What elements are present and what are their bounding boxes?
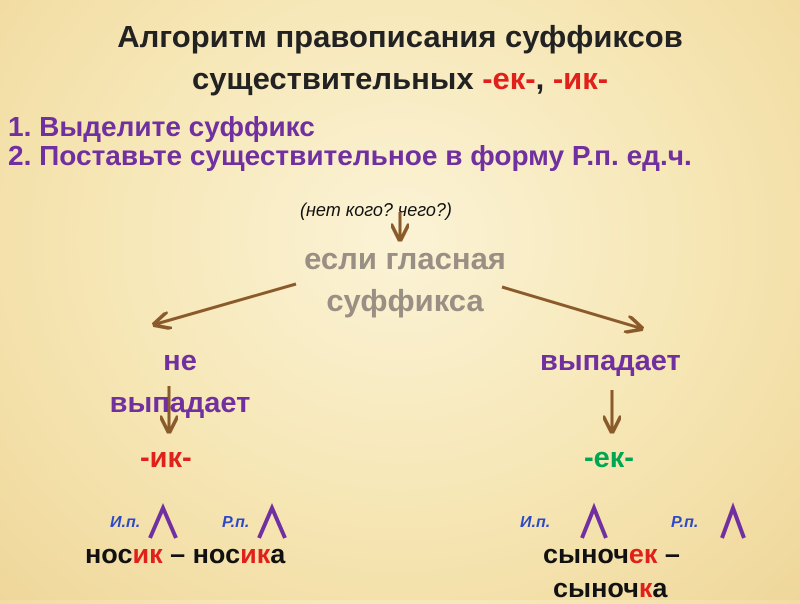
title-separator: , [535,61,553,96]
caret-right-2 [720,502,746,539]
caret-right-1 [580,502,608,539]
caret-left-1 [148,502,178,539]
left-branch-label: не выпадает [109,345,251,419]
right-branch-label: выпадает [540,345,681,377]
title-prefix: существительных [191,61,483,96]
caret-left-2 [257,502,287,539]
right-word1-suffix: ек [628,539,658,569]
arrow-to-left-branch [156,282,297,324]
hint-question: (нет кого? чего?) [300,200,452,220]
left-example: носик – носика [85,538,285,570]
step-2: 2. Поставьте существительное в форму Р.п… [8,140,692,171]
left-case-2: Р.п. [222,514,250,531]
right-case-1: И.п. [520,514,551,531]
left-word1-root: нос [85,539,133,569]
arrow-to-right-branch [501,285,640,328]
right-example-line-2: сыночка [553,572,667,604]
title-line-2: существительных -ек-, -ик- [0,60,800,98]
left-word1-suffix: ик [132,539,163,569]
title-suffix-ek: -ек- [482,61,536,96]
right-word2-suffix: к [638,573,653,603]
left-suffix: -ик- [140,442,192,474]
title-suffix-ik: -ик- [552,61,609,96]
right-example-line-1: сыночек – [543,538,680,570]
title-line-1: Алгоритм правописания суффиксов [117,19,683,54]
left-dash: – [162,539,193,569]
right-word2-root: сыноч [553,573,639,603]
left-word2-root: нос [192,539,241,569]
right-word2-ending: а [652,573,668,603]
step-1: 1. Выделите суффикс [8,111,315,142]
right-word1-root: сыноч [543,539,629,569]
right-case-2: Р.п. [671,514,699,531]
left-word2-suffix: ик [240,539,271,569]
right-suffix: -ек- [584,442,634,474]
right-dash: – [657,539,680,569]
left-case-1: И.п. [110,514,141,531]
left-word2-ending: а [270,539,286,569]
condition-label: если гласная суффикса [304,241,506,318]
